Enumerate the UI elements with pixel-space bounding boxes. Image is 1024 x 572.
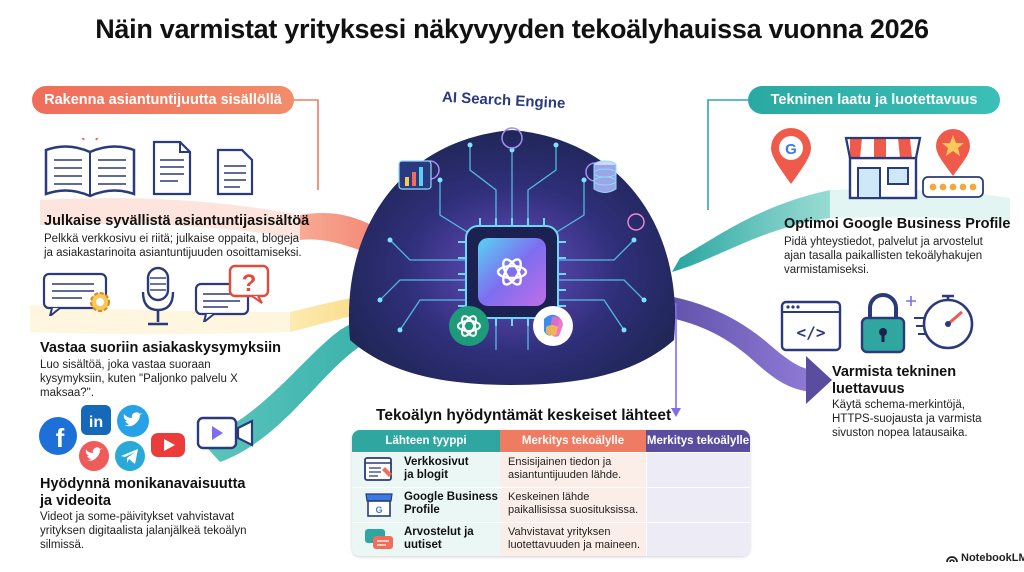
table-header-meaning: Merkitys tekoälylle [500,430,646,452]
section-title-multichannel: Hyödynnä monikanavaisuutta ja videoita [40,476,246,509]
notebooklm-logo-icon [946,556,958,563]
code-window-icon: </> [780,300,842,352]
chatgpt-icon [449,306,489,346]
section-desc-google-business: Pidä yhteystiedot, palvelut ja arvostelu… [784,236,983,276]
padlock-icon [860,293,906,354]
document-icon [216,148,254,196]
sources-table: Lähteen tyyppi Merkitys tekoälylle Merki… [352,430,750,556]
section-desc-expert-content: Pelkkä verkkosivu ei riitä; julkaise opp… [44,233,302,259]
svg-text:in: in [89,414,103,431]
chart-icon [398,160,432,190]
page-title: Näin varmistat yrityksesi näkyvyyden tek… [95,14,929,44]
chat-bubble-icon [365,529,393,549]
linkedin-icon: in [81,405,111,435]
section-desc-multichannel: Videot ja some-päivitykset vahvistavat y… [40,511,247,551]
gear-icon [90,292,110,312]
section-desc-technical-readability: Käytä schema-merkintöjä, HTTPS-suojausta… [832,399,982,439]
section-title-customer-questions: Vastaa suoriin asiakaskysymyksiin [40,340,282,356]
database-icon [593,160,617,193]
storefront-icon [844,136,922,200]
section-header-content: Rakenna asiantuntijuutta sisällöllä [32,86,294,114]
book-icon [44,138,136,198]
copilot-icon [533,306,573,346]
star-icon [936,129,970,176]
svg-text:G: G [785,141,797,158]
table-header-meaning-2: Merkitys tekoälylle [646,430,750,452]
video-icon [196,416,254,450]
storefront-icon: G [365,493,393,517]
map-pin-icon: G [771,128,811,184]
chatgpt-icon [496,258,528,286]
plus-icon [906,296,916,306]
telegram-icon [115,441,145,471]
rating-stars-icon [922,176,984,198]
svg-text:?: ? [242,270,257,297]
facebook-icon: f [39,417,77,455]
youtube-icon [151,433,185,457]
table-header-type: Lähteen tyyppi [352,430,500,452]
svg-text:G: G [375,505,382,515]
sources-title: Tekoälyn hyödyntämät keskeiset lähteet [376,407,672,424]
speedometer-icon [914,294,974,350]
svg-text:</>: </> [797,323,826,342]
section-title-technical-readability: Varmista tekninen luettavuus [832,364,957,397]
section-title-google-business: Optimoi Google Business Profile [784,216,1011,232]
twitter-icon [79,441,109,471]
question-icon: ? [228,264,270,304]
brand-watermark: NotebookLM [946,552,1024,564]
svg-text:f: f [56,423,65,453]
section-desc-customer-questions: Luo sisältöä, joka vastaa suoraan kysymy… [40,359,238,399]
web-page-icon [364,457,392,481]
twitter-icon [117,405,149,437]
section-title-expert-content: Julkaise syvällistä asiantuntijasisältöä [44,213,310,229]
microphone-icon [141,266,175,326]
section-header-technical: Tekninen laatu ja luotettavuus [748,86,1000,114]
document-icon [152,140,192,196]
